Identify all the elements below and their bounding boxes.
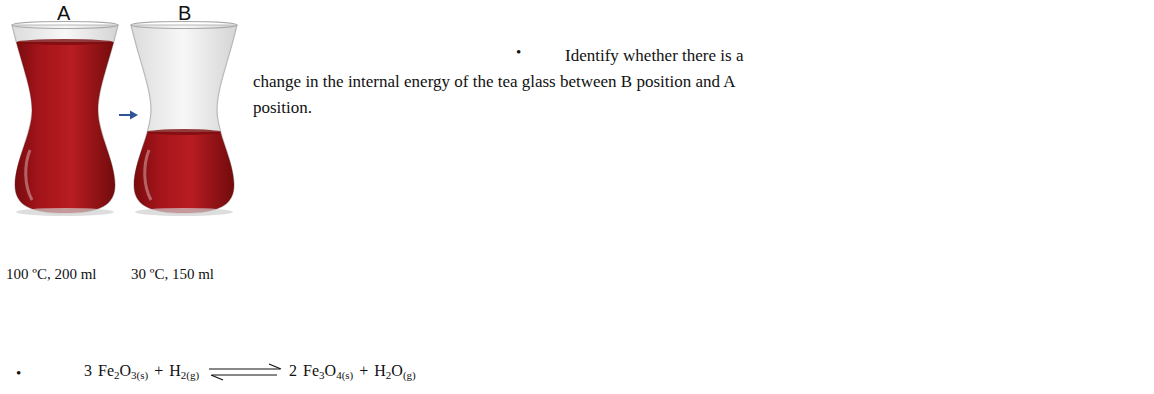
chemical-equation: 3Fe2O3(s)+H2(g) 2Fe3O4(s)+H2O(g) xyxy=(84,362,422,382)
subscript: 3 xyxy=(319,369,325,381)
chemical-formula: Fe3O4(s) xyxy=(303,362,353,380)
equilibrium-arrows xyxy=(207,362,283,382)
condition-caption: 30 ºC, 150 ml xyxy=(131,266,214,283)
chemical-formula: H2O(g) xyxy=(374,362,415,380)
coefficient: 3 xyxy=(84,362,92,380)
coefficient: 2 xyxy=(289,362,297,380)
chemical-formula: H2(g) xyxy=(169,362,199,380)
plus-sign: + xyxy=(359,362,368,380)
subscript: 4 xyxy=(336,369,342,381)
bullet: • xyxy=(16,365,21,382)
subscript: (g) xyxy=(403,369,416,381)
process-arrow xyxy=(119,111,138,120)
subscript: (s) xyxy=(342,369,354,381)
chemical-formula: Fe2O3(s) xyxy=(98,362,148,380)
condition-caption: 100 ºC, 200 ml xyxy=(6,266,97,283)
plus-sign: + xyxy=(154,362,163,380)
subscript: 2 xyxy=(181,369,187,381)
subscript: 2 xyxy=(386,369,392,381)
question-text: Identify whether there is a change in th… xyxy=(253,43,773,121)
subscript: (g) xyxy=(186,369,199,381)
bullet: • xyxy=(516,44,521,61)
subscript: (s) xyxy=(137,369,149,381)
glass-label: A xyxy=(57,2,70,25)
subscript: 3 xyxy=(131,369,137,381)
glass-label: B xyxy=(178,2,191,25)
subscript: 2 xyxy=(114,369,120,381)
tea-glass-a xyxy=(0,22,130,223)
tea-glass-b xyxy=(119,22,249,223)
